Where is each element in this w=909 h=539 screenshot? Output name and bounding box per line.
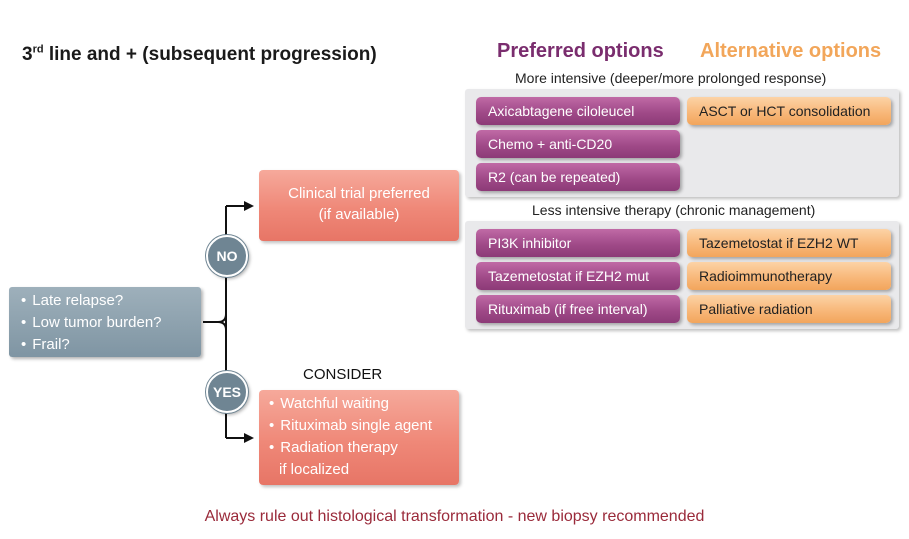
option-rituximab-free-interval: Rituximab (if free interval) — [476, 295, 680, 323]
yes-decision-badge: YES — [206, 371, 248, 413]
option-tazemetostat-wt: Tazemetostat if EZH2 WT — [687, 229, 891, 257]
page-title: 3rd line and + (subsequent progression) — [22, 43, 377, 65]
bracket-curve — [217, 313, 227, 331]
consider-rituximab-single: Rituximab single agent — [269, 415, 459, 437]
consider-if-localized: if localized — [279, 461, 350, 478]
less-intensive-label: Less intensive therapy (chronic manageme… — [532, 202, 816, 218]
option-axicabtagene: Axicabtagene ciloleucel — [476, 97, 680, 125]
criteria-frail: Frail? — [21, 334, 201, 356]
patient-criteria-box: Late relapse? Low tumor burden? Frail? — [9, 287, 201, 357]
option-palliative-radiation: Palliative radiation — [687, 295, 891, 323]
criteria-low-tumor-burden: Low tumor burden? — [21, 312, 201, 334]
more-intensive-label: More intensive (deeper/more prolonged re… — [515, 70, 827, 86]
clinical-trial-line2: (if available) — [318, 206, 400, 223]
option-pi3k-inhibitor: PI3K inhibitor — [476, 229, 680, 257]
consider-radiation-therapy: Radiation therapy — [269, 437, 459, 459]
option-tazemetostat-mut: Tazemetostat if EZH2 mut — [476, 262, 680, 290]
footer-note: Always rule out histological transformat… — [204, 508, 705, 525]
criteria-late-relapse: Late relapse? — [21, 290, 201, 312]
consider-box: Watchful waiting Rituximab single agent … — [259, 390, 459, 485]
consider-label: CONSIDER — [303, 366, 383, 383]
consider-watchful-waiting: Watchful waiting — [269, 393, 459, 415]
no-decision-badge: NO — [206, 235, 248, 277]
alternative-options-heading: Alternative options — [700, 40, 882, 62]
clinical-trial-box: Clinical trial preferred (if available) — [259, 170, 459, 241]
option-chemo-anti-cd20: Chemo + anti-CD20 — [476, 130, 680, 158]
option-radioimmunotherapy: Radioimmunotherapy — [687, 262, 891, 290]
preferred-options-heading: Preferred options — [497, 40, 664, 62]
option-asct-hct: ASCT or HCT consolidation — [687, 97, 891, 125]
option-r2: R2 (can be repeated) — [476, 163, 680, 191]
clinical-trial-line1: Clinical trial preferred — [288, 185, 430, 202]
